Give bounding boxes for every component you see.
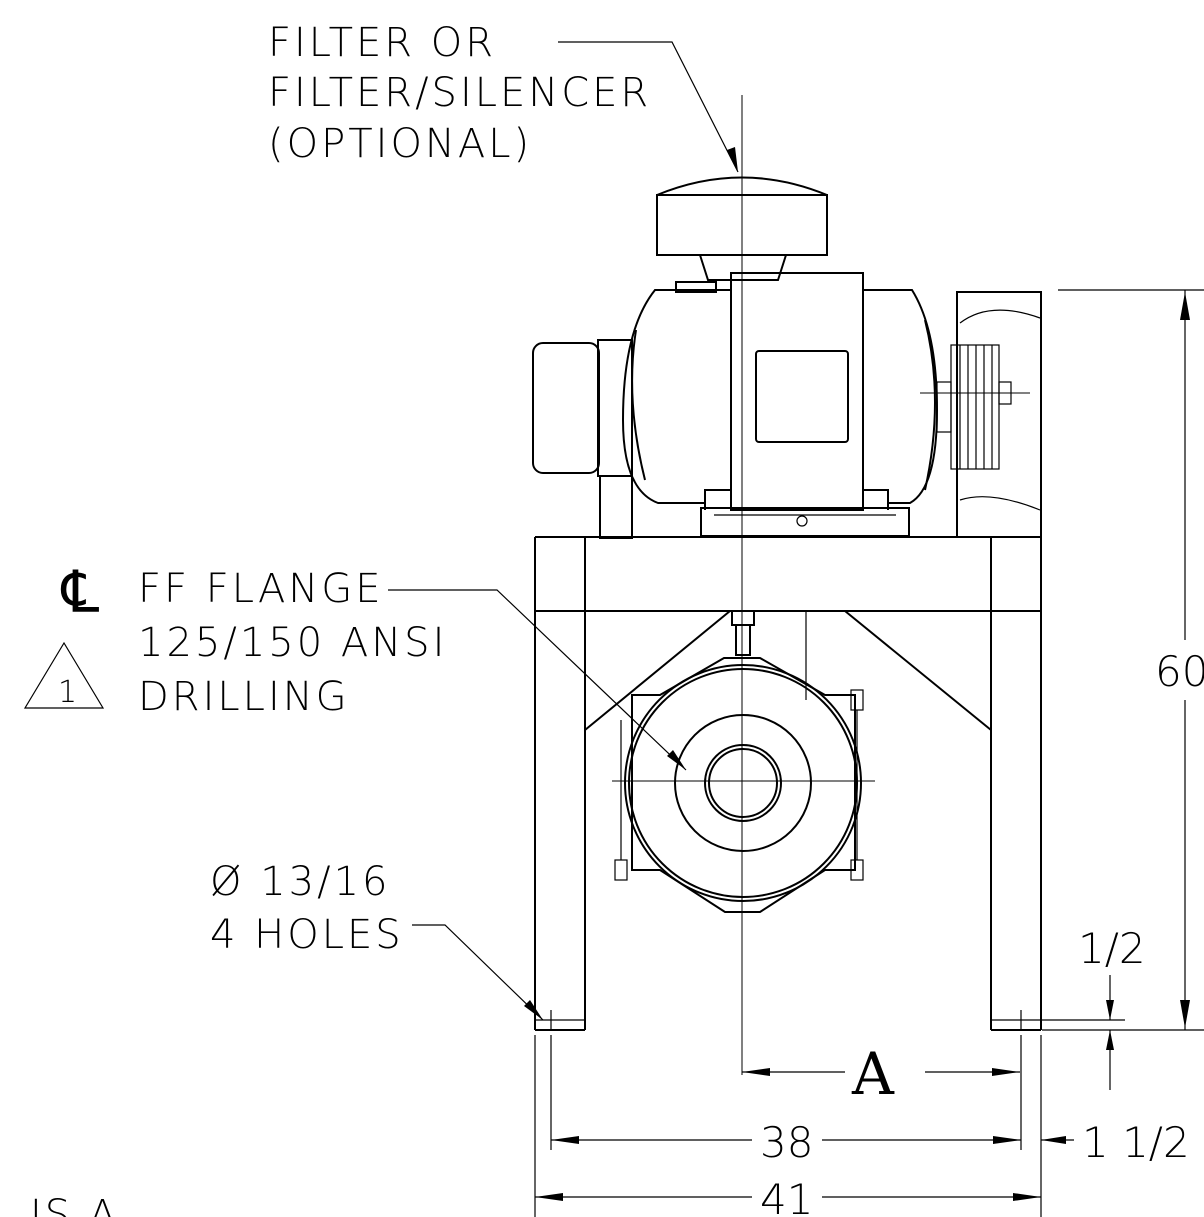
dimension-a-label: A (851, 1040, 895, 1108)
flange-line-3: DRILLING (138, 674, 350, 720)
center-lines (612, 95, 875, 1075)
filter-callout: FILTER OR FILTER/SILENCER (OPTIONAL) (268, 20, 651, 167)
dimension-edge-offset (1041, 1136, 1074, 1144)
flange-line-2: 125/150 ANSI (138, 620, 447, 666)
centerline-symbol: ℄ (60, 558, 99, 626)
dimension-overall-width (534, 1035, 1042, 1217)
holes-line-1: Ø 13/16 (210, 859, 390, 905)
flange-callout: ℄ FF FLANGE 125/150 ANSI DRILLING (60, 558, 447, 720)
filter-line-3: (OPTIONAL) (268, 121, 532, 167)
dimension-hole-span (550, 1035, 1022, 1150)
flange-line-1: FF FLANGE (138, 566, 384, 612)
holes-line-2: 4 HOLES (210, 912, 404, 958)
dimension-hole-span-label: 38 (760, 1118, 813, 1167)
filter-silencer (656, 176, 828, 281)
filter-line-2: FILTER/SILENCER (268, 70, 651, 116)
dimension-a (742, 1068, 1020, 1076)
dimension-height (1042, 289, 1204, 1031)
dimension-base-thickness (1042, 975, 1125, 1090)
dimension-edge-offset-label: 1 1/2 (1082, 1118, 1190, 1167)
base-frame (534, 536, 1042, 1031)
filter-line-1: FILTER OR (268, 20, 496, 66)
motor (532, 272, 1030, 539)
revision-number: 1 (58, 675, 77, 710)
leader-lines (388, 41, 739, 1021)
dimension-overall-width-label: 41 (760, 1175, 813, 1217)
blower (614, 610, 864, 913)
dimension-thickness-label: 1/2 (1078, 924, 1146, 973)
revision-triangle: 1 (23, 641, 105, 710)
bottom-note: IS A (30, 1192, 119, 1217)
holes-callout: Ø 13/16 4 HOLES (210, 859, 404, 958)
dimension-height-label: 60 (1155, 647, 1204, 696)
